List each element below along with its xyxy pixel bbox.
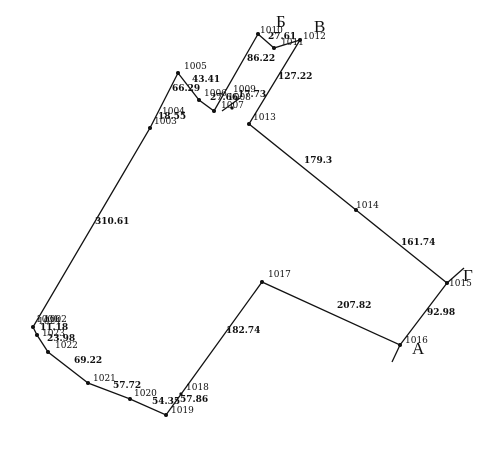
length-label: 43.41 <box>192 75 220 85</box>
length-label: 86.22 <box>247 54 275 64</box>
point-label-1019: 1019 <box>171 406 194 416</box>
length-label: 57.86 <box>180 395 208 405</box>
point-label-1008: 1008 <box>228 93 251 103</box>
point-label-1002: 1002 <box>44 315 67 325</box>
vertex-1019 <box>164 413 168 417</box>
vertex-1017 <box>260 280 264 284</box>
vertex-1023 <box>35 333 39 337</box>
vertex-1020 <box>128 397 132 401</box>
corner-g-tick <box>446 267 465 284</box>
length-label: 207.82 <box>337 301 371 311</box>
vertex-1008 <box>230 106 234 110</box>
vertex-1001 <box>31 325 35 329</box>
point-label-1003: 1003 <box>154 117 177 127</box>
vertex-1006 <box>197 98 201 102</box>
point-label-1005: 1005 <box>184 62 207 72</box>
length-label: 54.35 <box>152 397 180 407</box>
point-label-1014: 1014 <box>356 201 379 211</box>
vertex-1011 <box>272 46 276 50</box>
vertex-1012 <box>298 38 302 42</box>
inner-line <box>221 97 241 112</box>
vertex-1003 <box>148 126 152 130</box>
length-label: 27.66 <box>210 93 238 103</box>
point-label-1018: 1018 <box>186 383 209 393</box>
vertex-1010 <box>256 32 260 36</box>
length-label: 17.73 <box>238 90 266 100</box>
length-label: 23.98 <box>47 334 75 344</box>
length-label: 27.61 <box>268 32 296 42</box>
vertex-markers <box>31 32 449 417</box>
corner-letter-v: В <box>314 17 325 36</box>
vertex-1022 <box>46 350 50 354</box>
point-label-1020: 1020 <box>134 389 157 399</box>
point-label-1022: 1022 <box>55 341 78 351</box>
length-label: 182.74 <box>226 326 260 336</box>
point-label-1015: 1015 <box>449 279 472 289</box>
length-label: 18.55 <box>158 112 186 122</box>
segment-lengths: 43.41 66.29 18.55 310.61 27.61 86.22 127… <box>40 32 455 407</box>
length-label: 310.61 <box>95 217 129 227</box>
length-label: 69.22 <box>74 356 102 366</box>
point-label-1016: 1016 <box>405 336 428 346</box>
point-label-1011: 1011 <box>281 38 304 48</box>
point-label-1024: 1024 <box>38 317 61 327</box>
point-label-1023: 1023 <box>42 329 65 339</box>
point-label-1017: 1017 <box>268 270 291 280</box>
length-label: 161.74 <box>401 238 435 248</box>
corner-letters: Б В Г А <box>276 12 473 358</box>
point-label-1001: 1001 <box>36 315 59 325</box>
point-label-1010: 1010 <box>260 26 283 36</box>
length-label: 57.72 <box>113 381 141 391</box>
corner-letter-b: Б <box>276 12 286 31</box>
point-label-1006: 1006 <box>204 89 227 99</box>
length-label: 92.98 <box>427 308 455 318</box>
vertex-1021 <box>86 381 90 385</box>
length-label: 66.29 <box>172 84 200 94</box>
point-label-1004: 1004 <box>162 107 185 117</box>
vertex-1007 <box>212 109 216 113</box>
point-label-1012: 1012 <box>303 32 326 42</box>
point-label-1007: 1007 <box>221 101 244 111</box>
vertex-1015 <box>445 281 449 285</box>
point-label-1009: 1009 <box>233 85 256 95</box>
length-label: 179.3 <box>304 156 332 166</box>
vertex-1013 <box>247 122 251 126</box>
point-label-1013: 1013 <box>253 113 276 123</box>
vertex-1016 <box>398 343 402 347</box>
corner-letter-a: А <box>412 339 425 358</box>
vertex-1018 <box>179 392 183 396</box>
point-labels: 1005 1006 1009 1008 1007 1004 1003 1010 … <box>36 26 472 416</box>
vertex-1005 <box>176 71 180 75</box>
length-label: 11.18 <box>40 323 68 333</box>
length-label: 127.22 <box>278 72 312 82</box>
point-label-1021: 1021 <box>93 374 116 384</box>
corner-letter-g: Г <box>463 266 473 285</box>
vertex-1014 <box>354 208 358 212</box>
corner-a-tick <box>391 344 401 363</box>
